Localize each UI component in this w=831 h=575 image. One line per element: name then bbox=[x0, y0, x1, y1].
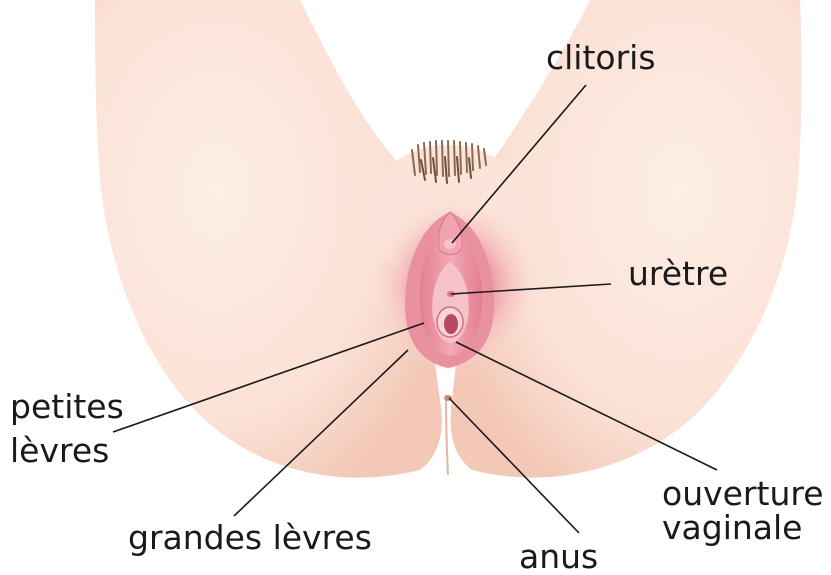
intergluteal-cleft bbox=[446, 395, 448, 475]
label-uretre: urètre bbox=[628, 254, 728, 293]
label-petites-line1: petites bbox=[10, 387, 124, 426]
label-ouverture-line2: vaginale bbox=[662, 508, 802, 547]
label-petites-line2: lèvres bbox=[10, 431, 109, 470]
label-anus: anus bbox=[519, 537, 598, 575]
label-grandes-levres: grandes lèvres bbox=[128, 518, 372, 557]
label-clitoris: clitoris bbox=[546, 38, 656, 77]
vaginal-opening-inner bbox=[444, 314, 458, 334]
